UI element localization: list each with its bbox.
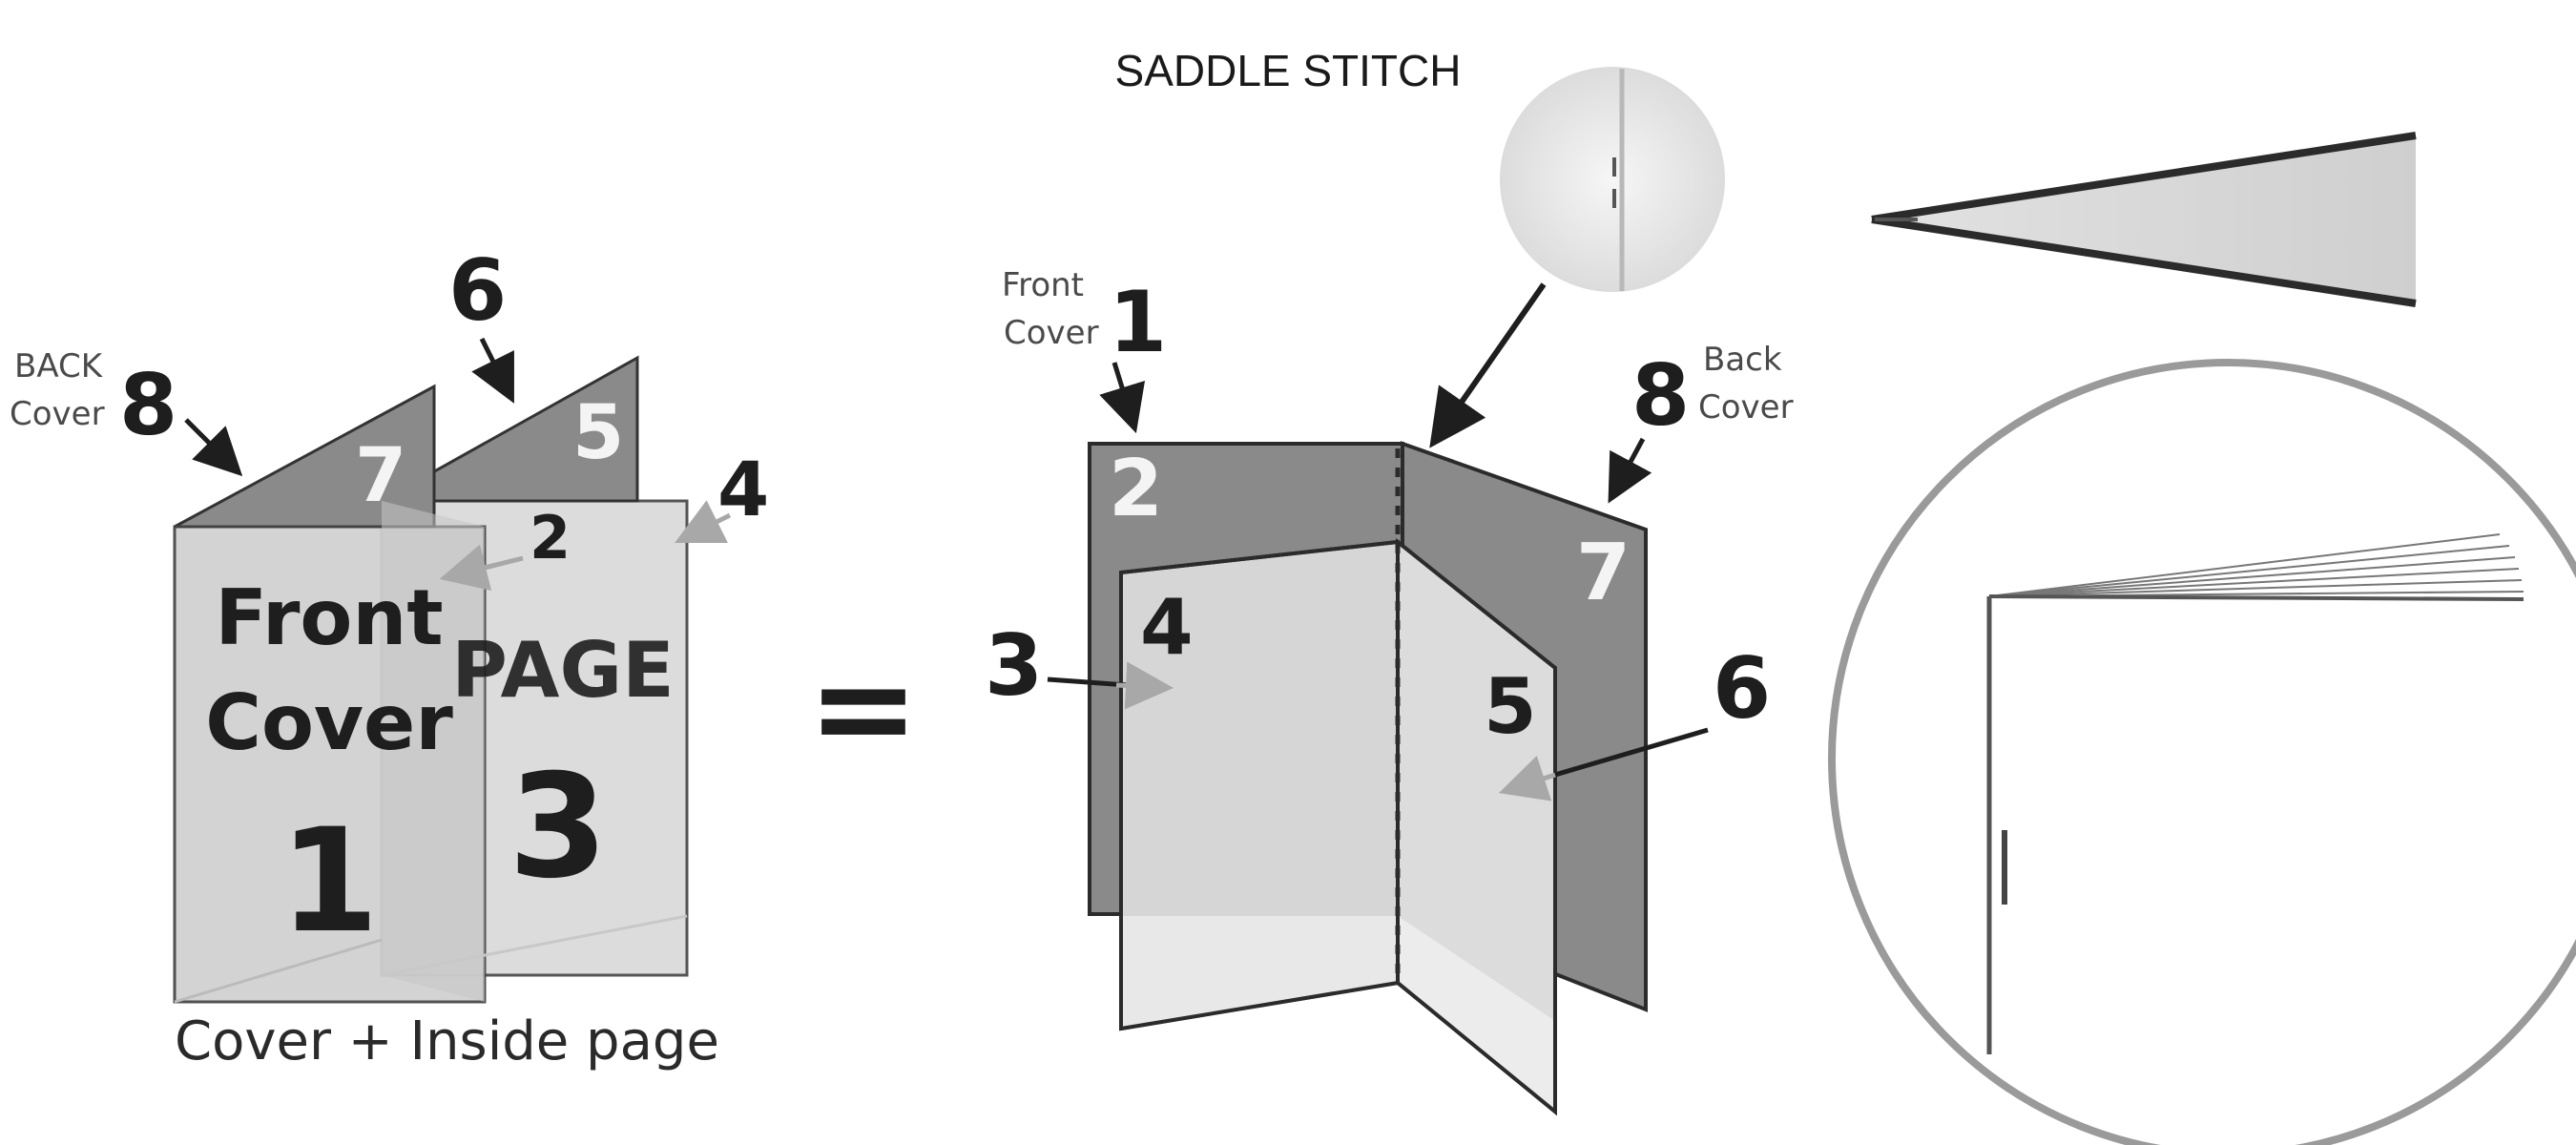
mid-page6-arrow-head [1498, 755, 1556, 802]
inside-page-overlap [382, 501, 485, 1002]
stitch-detail-arrow [1429, 282, 1547, 448]
left-caption: Cover + Inside page [175, 1010, 719, 1072]
right-detail [1828, 132, 2576, 1145]
page6-number: 6 [448, 241, 507, 340]
page5-number: 5 [572, 390, 624, 476]
page2-arrow [439, 544, 524, 591]
stitch-detail-circle [1500, 67, 1725, 292]
spine-wedge-top-edge [1871, 132, 2417, 223]
page4-number: 4 [717, 448, 769, 533]
mid-page6-number: 6 [1713, 639, 1771, 738]
mid-front-cover-label-2: Cover [1004, 314, 1099, 352]
mid-page3-arrow-head [1115, 661, 1174, 710]
diagram-title: SADDLE STITCH [1115, 46, 1462, 95]
middle-diagram: Front Cover 1 8 Back Cover 2 7 4 5 3 6 [985, 67, 1794, 1116]
mid-back-cover-label-2: Cover [1698, 388, 1794, 427]
front-cover-text-2: Cover [205, 678, 453, 767]
inner-sheet-right-bottom [1398, 916, 1555, 1112]
mid-page6-arrow [1554, 727, 1709, 778]
back-cover-arrow [184, 418, 243, 477]
front-cover-text-1: Front [215, 573, 443, 662]
mid-page4-number: 4 [1140, 583, 1194, 672]
mid-back-cover-label-1: Back [1703, 341, 1782, 379]
page2-number: 2 [530, 503, 571, 572]
mid-front-cover-number: 1 [1109, 273, 1167, 371]
mid-page5-number: 5 [1484, 662, 1537, 751]
cover-fold-shade [174, 938, 383, 1004]
page6-arrow [471, 337, 514, 404]
magnify-circle [1828, 359, 2576, 1145]
page-fold-shade [381, 914, 688, 977]
page4-arrow [675, 500, 732, 543]
magnified-cover-top [1988, 594, 2524, 601]
left-diagram: BACK Cover 8 6 7 5 4 2 Front Cover 1 PAG… [10, 241, 769, 1072]
mid-page2-number: 2 [1109, 444, 1163, 534]
page5-flap [376, 355, 639, 503]
spine-wedge-bottom-edge [1871, 216, 2417, 307]
inner-sheet-left-bottom [1121, 916, 1398, 1029]
equals-sign: = [807, 631, 919, 786]
inside-page-number: 3 [509, 744, 608, 910]
mid-page3-number: 3 [985, 616, 1043, 715]
front-cover-number: 1 [280, 799, 379, 965]
back-cover-label-2: Cover [10, 395, 105, 433]
inside-page-text: PAGE [451, 626, 675, 715]
back-cover-label-1: BACK [14, 347, 104, 385]
mid-back-cover-number: 8 [1631, 346, 1690, 445]
back-cover-number: 8 [119, 356, 177, 454]
spine-wedge [1872, 135, 2416, 303]
page7-number: 7 [355, 433, 406, 519]
mid-back-cover-arrow [1608, 437, 1652, 504]
mid-front-cover-label-1: Front [1002, 266, 1084, 304]
mid-front-cover-arrow [1099, 362, 1146, 434]
mid-page7-number: 7 [1576, 528, 1631, 618]
